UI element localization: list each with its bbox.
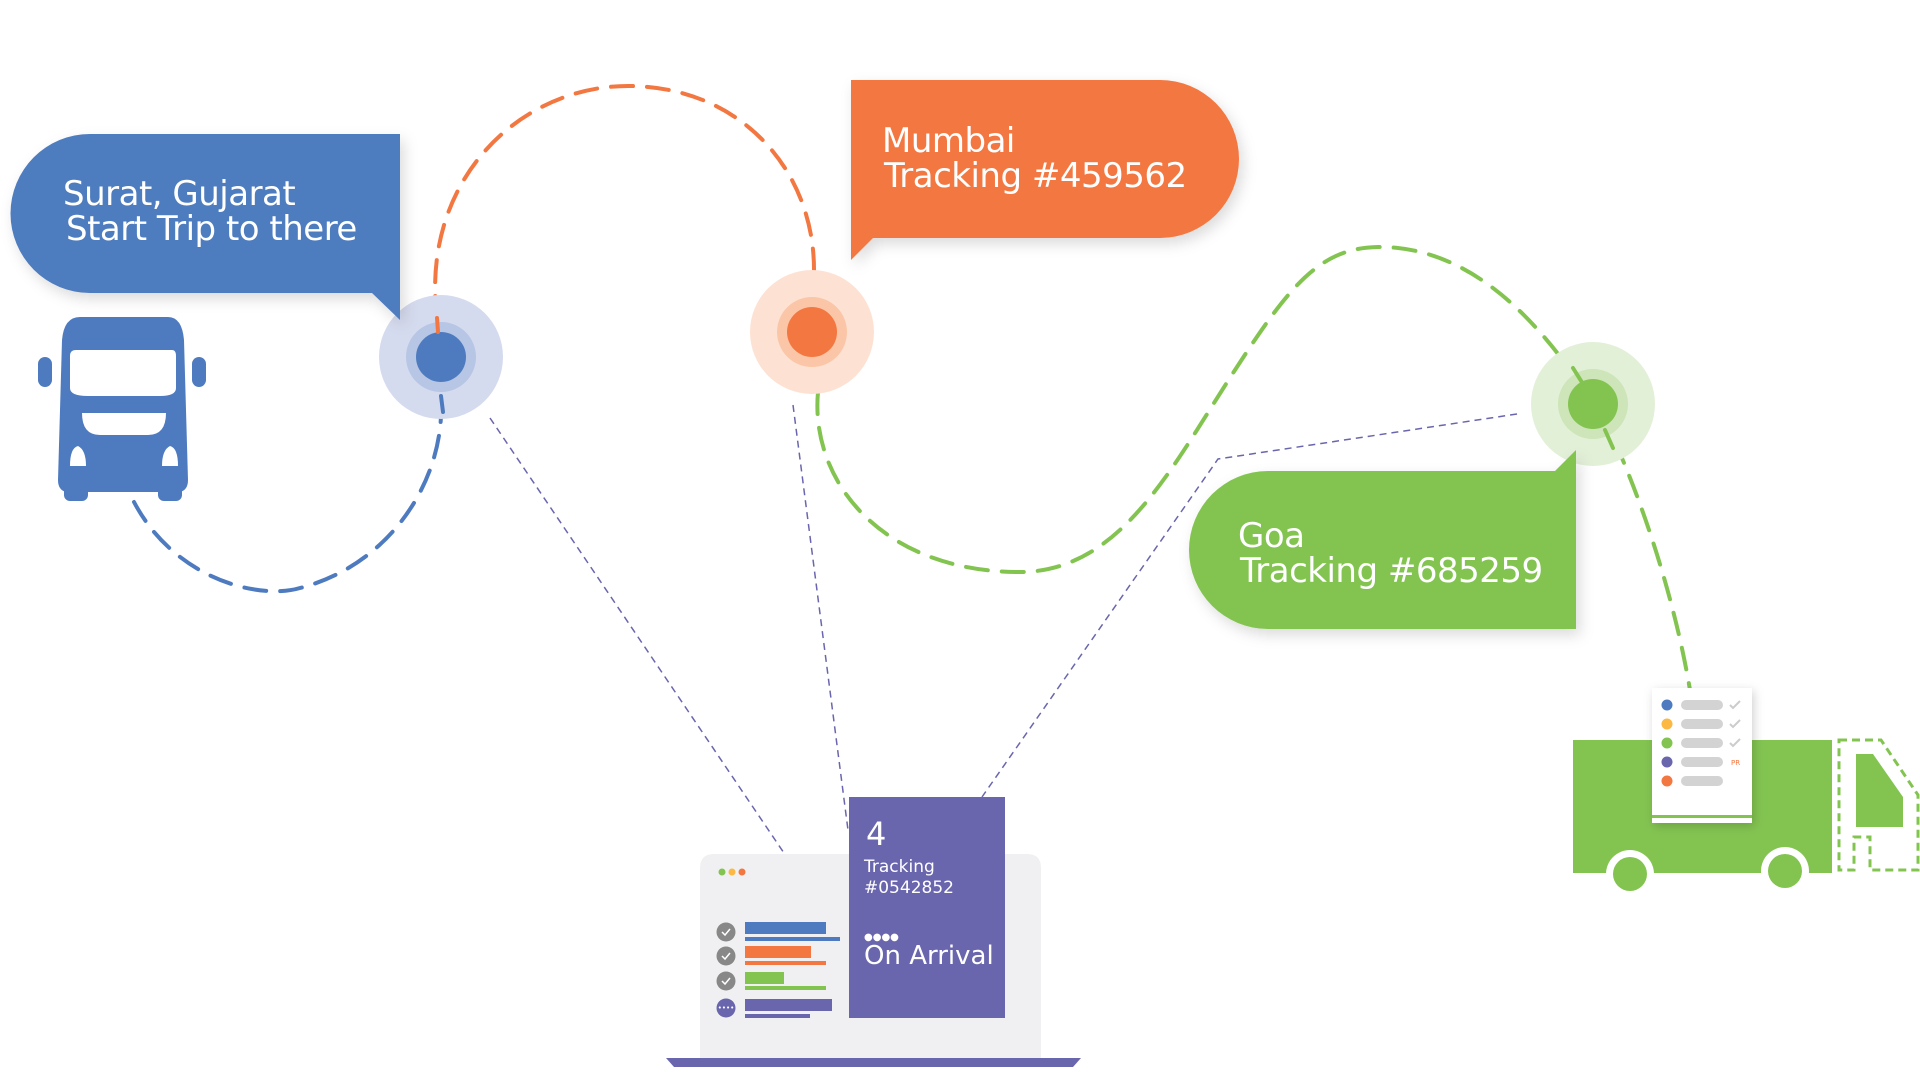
route-dash-overlay: [1571, 366, 1615, 450]
window-dot-orange: [738, 868, 746, 876]
checklist-item: [1661, 718, 1741, 730]
checklist-status-dot: [1661, 699, 1673, 711]
checklist-status-dot: [1661, 718, 1673, 730]
laptop: ••••: [666, 797, 1081, 1067]
checklist-placeholder-bar: [1681, 738, 1723, 748]
stop-node-surat[interactable]: [379, 295, 503, 419]
window-dot-yellow: [728, 868, 736, 876]
check-icon: [1729, 700, 1741, 710]
route-segment-orange: [433, 83, 817, 320]
bubble-goa: [1189, 450, 1576, 629]
task-row: ••••: [716, 998, 832, 1018]
bubble-surat-title: Surat, Gujarat: [63, 174, 295, 214]
window-dot-green: [718, 868, 726, 876]
checklist-mark-label: PR: [1731, 759, 1740, 767]
checklist-item: [1661, 737, 1741, 749]
checklist-placeholder-bar: [1681, 757, 1723, 767]
bubble-goa-subtitle: Tracking #685259: [1239, 551, 1543, 591]
checklist-item: [1661, 775, 1723, 787]
checklist-status-dot: [1661, 737, 1673, 749]
checklist-status-dot: [1661, 756, 1673, 768]
route-segment-blue: [132, 398, 444, 594]
task-row: [716, 946, 826, 966]
connector-mumbai: [792, 404, 849, 831]
connector-goa: [981, 413, 1518, 798]
tracking-panel: [849, 797, 1005, 1018]
bubble-mumbai-subtitle: Tracking #459562: [883, 156, 1187, 196]
checklist-status-dot: [1661, 775, 1673, 787]
checklist-item: [1661, 699, 1741, 711]
bubble-mumbai-title: Mumbai: [882, 121, 1015, 161]
connector-lines: [489, 404, 1518, 857]
checklist-placeholder-bar: [1681, 719, 1723, 729]
stop-node-mumbai[interactable]: [750, 270, 874, 394]
tracking-panel-number: #0542852: [864, 878, 954, 898]
route-dash-overlay: [435, 316, 440, 334]
checklist-placeholder-bar: [1681, 776, 1723, 786]
tracking-panel-count: 4: [866, 815, 886, 853]
bus-front-icon: [38, 317, 206, 501]
bubble-mumbai: [851, 80, 1239, 260]
tracking-panel-label: Tracking: [863, 857, 935, 877]
route-segment-green-1: [815, 244, 1595, 575]
task-row: [716, 922, 840, 942]
check-icon: [1729, 738, 1741, 748]
connector-surat: [489, 417, 787, 857]
checklist-placeholder-bar: [1681, 700, 1723, 710]
tracking-panel-status: On Arrival: [864, 941, 994, 971]
stop-node-goa[interactable]: [1531, 342, 1655, 466]
delivery-checklist: PR: [1661, 699, 1741, 787]
checklist-item: PR: [1661, 756, 1740, 768]
laptop-base: [666, 1058, 1081, 1067]
bubble-surat: [10, 134, 400, 320]
task-row: [716, 971, 826, 991]
delivery-checklist-card: [1652, 688, 1752, 823]
bubble-surat-subtitle: Start Trip to there: [66, 209, 357, 249]
check-icon: [1729, 719, 1741, 729]
svg-text:••••: ••••: [718, 1004, 735, 1012]
tracking-panel-progress-dots: ●●●●: [864, 932, 899, 943]
route-dash-overlay: [439, 394, 445, 414]
bubble-goa-title: Goa: [1238, 516, 1304, 556]
